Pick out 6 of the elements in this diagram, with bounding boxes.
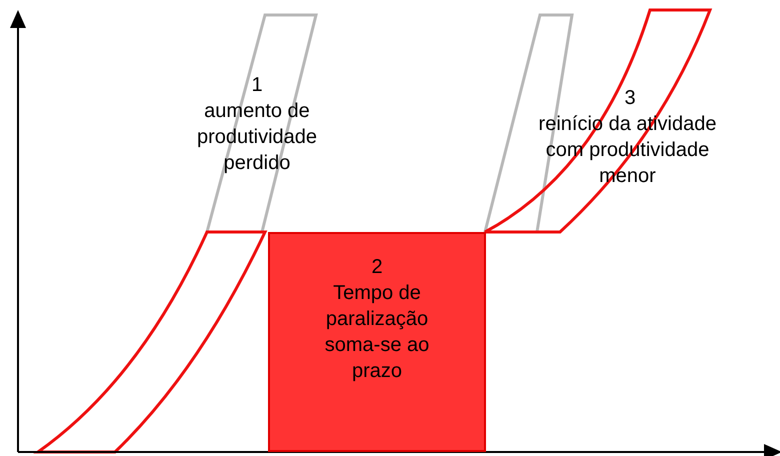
step-number: 3	[623, 86, 637, 111]
process-box	[268, 232, 486, 452]
box-text: Tempo de paralização soma-se ao prazo	[324, 281, 430, 384]
annotation-text: aumento de produtividade perdido	[196, 99, 318, 176]
step-number: 1	[250, 73, 264, 98]
step-number: 2	[371, 255, 383, 280]
